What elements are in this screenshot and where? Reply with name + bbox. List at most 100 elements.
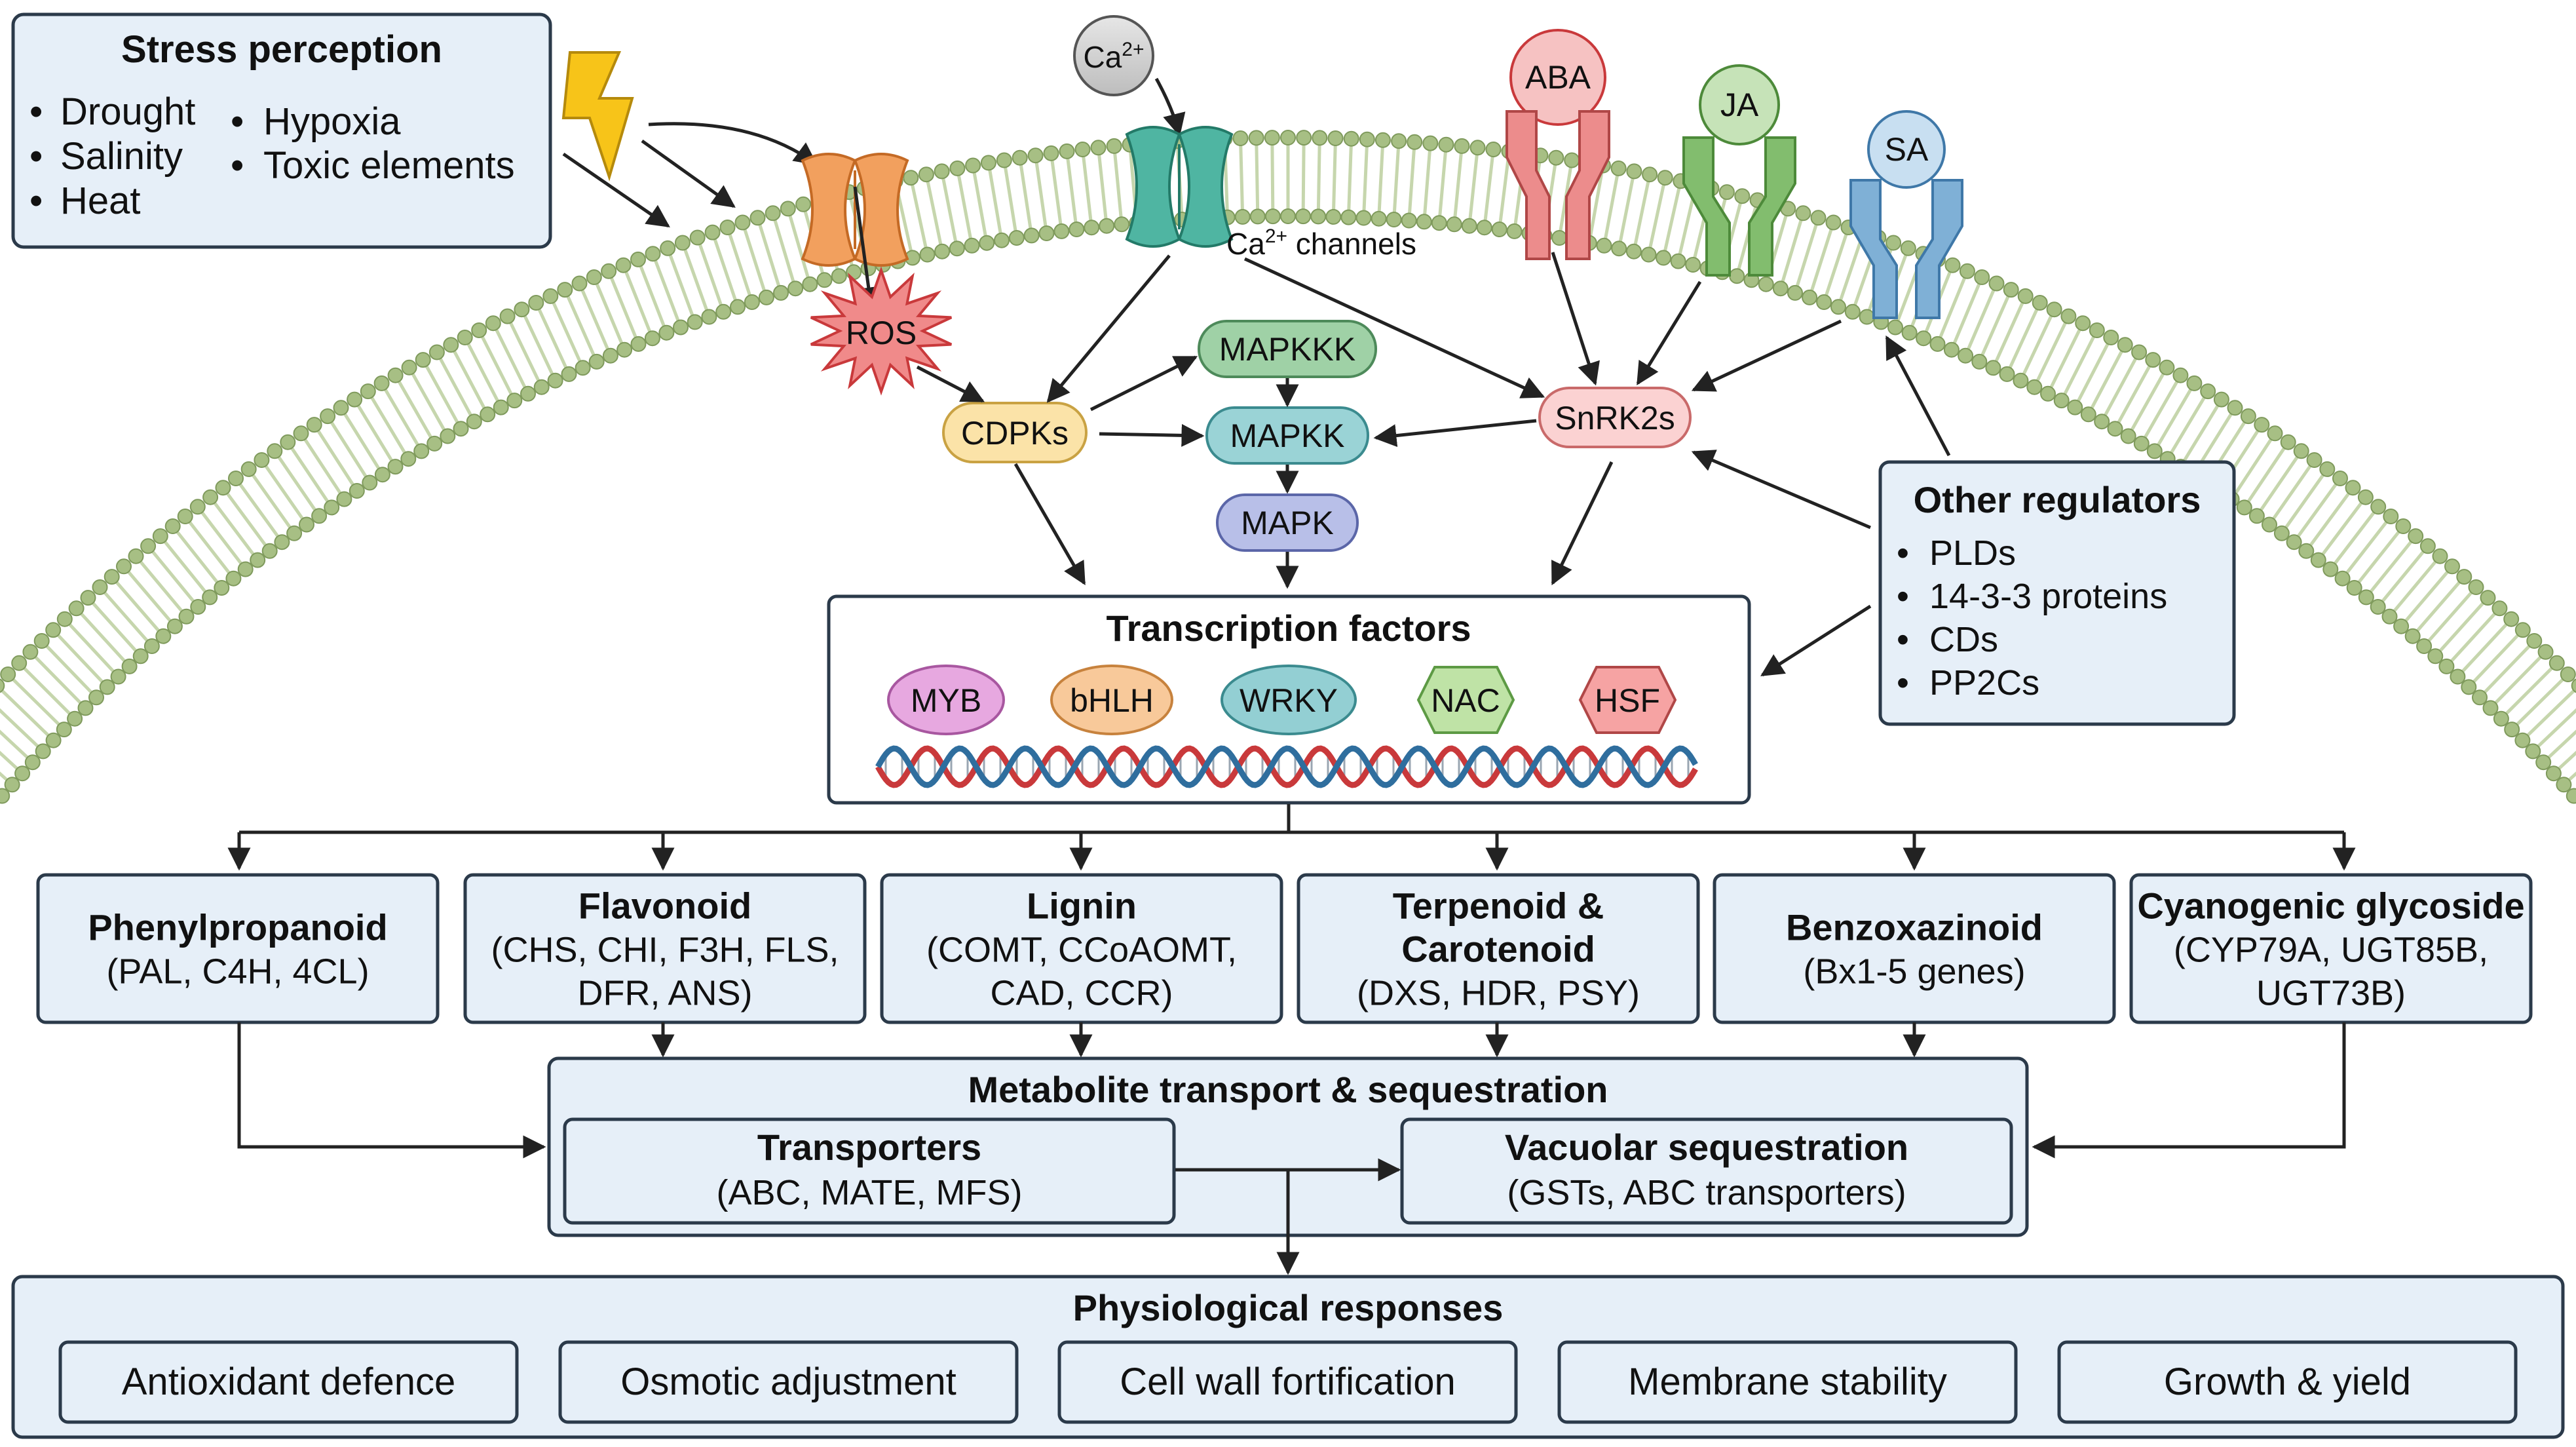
stress-bullet: • bbox=[231, 144, 244, 187]
tf-nac-label: NAC bbox=[1431, 682, 1500, 719]
physiological-response-label: Antioxidant defence bbox=[122, 1360, 455, 1403]
pathway-down-arrows bbox=[227, 832, 2356, 871]
calcium-channel-icon bbox=[1125, 126, 1234, 248]
tf-myb-label: MYB bbox=[911, 682, 981, 719]
aba-label: ABA bbox=[1525, 59, 1591, 96]
physiological-responses-box: Physiological responses Antioxidant defe… bbox=[11, 1275, 2565, 1439]
signaling-arrows bbox=[916, 252, 1842, 589]
mapk-node: MAPK bbox=[1216, 493, 1359, 552]
regulator-item: CDs bbox=[1929, 620, 1998, 659]
pathway-box: Flavonoid (CHS, CHI, F3H, FLS, DFR, ANS) bbox=[463, 873, 867, 1024]
pathway-genes: DFR, ANS) bbox=[577, 974, 752, 1013]
mapkk-label: MAPKK bbox=[1230, 417, 1344, 454]
stress-bullet: • bbox=[29, 90, 43, 133]
cdpks-label: CDPKs bbox=[961, 415, 1069, 452]
transporters-title: Transporters bbox=[757, 1127, 981, 1168]
ros-burst: ROS bbox=[810, 266, 953, 396]
pathway-box: Lignin (COMT, CCoAOMT, CAD, CCR) bbox=[880, 873, 1283, 1024]
tf-to-pathway-connectors bbox=[239, 804, 2344, 834]
pathway-title: Flavonoid bbox=[578, 885, 751, 927]
other-regulators-box: Other regulators • PLDs • 14-3-3 protein… bbox=[1878, 460, 2236, 726]
vacuolar-sub: (GSTs, ABC transporters) bbox=[1507, 1173, 1906, 1212]
stress-item: Heat bbox=[60, 180, 141, 222]
stress-item: Drought bbox=[60, 90, 195, 133]
snrk2s-node: SnRK2s bbox=[1538, 387, 1692, 448]
transporters-sub: (ABC, MATE, MFS) bbox=[717, 1173, 1023, 1212]
regulator-arrows bbox=[1691, 335, 1951, 677]
physiological-response-label: Growth & yield bbox=[2164, 1360, 2411, 1403]
regulator-bullet: • bbox=[1897, 577, 1909, 616]
tf-hsf-label: HSF bbox=[1595, 682, 1660, 719]
pathway-title: Benzoxazinoid bbox=[1786, 907, 2043, 948]
pathway-title: Phenylpropanoid bbox=[88, 907, 387, 948]
mapk-label: MAPK bbox=[1241, 505, 1334, 541]
physiological-response-label: Membrane stability bbox=[1628, 1360, 1947, 1403]
pathway-genes: (CHS, CHI, F3H, FLS, bbox=[491, 931, 839, 970]
pathway-genes: (COMT, CCoAOMT, bbox=[926, 931, 1237, 970]
metabolite-transport-box: Metabolite transport & sequestration Tra… bbox=[547, 1056, 2029, 1275]
regulator-bullet: • bbox=[1897, 663, 1909, 703]
regulator-bullet: • bbox=[1897, 533, 1909, 573]
dna-helix-icon bbox=[875, 745, 1698, 788]
stress-item: Salinity bbox=[60, 135, 183, 178]
physiological-responses-title: Physiological responses bbox=[1073, 1287, 1504, 1328]
stress-arrows bbox=[562, 122, 818, 228]
pathway-box: Terpenoid &Carotenoid (DXS, HDR, PSY) bbox=[1297, 873, 1700, 1024]
tf-bhlh: bHLH bbox=[1050, 665, 1173, 735]
mapkkk-label: MAPKKK bbox=[1219, 331, 1355, 368]
ja-receptor: JA bbox=[1682, 64, 1796, 277]
physiological-response-item: Antioxidant defence bbox=[58, 1340, 519, 1424]
regulator-item: PP2Cs bbox=[1929, 663, 2039, 703]
pathway-genes: (DXS, HDR, PSY) bbox=[1357, 974, 1640, 1013]
stress-item: Toxic elements bbox=[263, 144, 515, 187]
lightning-bolt-icon bbox=[561, 51, 634, 182]
stress-bullet: • bbox=[231, 100, 244, 143]
pathway-box: Cyanogenic glycoside(CYP79A, UGT85B,UGT7… bbox=[2129, 873, 2533, 1024]
pathway-to-transport-arrows bbox=[237, 1022, 2346, 1159]
cdpks-node: CDPKs bbox=[942, 402, 1088, 463]
biosynthetic-pathways: Phenylpropanoid(PAL, C4H, 4CL) Flavonoid (… bbox=[36, 873, 2533, 1024]
regulator-item: PLDs bbox=[1929, 533, 2016, 573]
mapkk-node: MAPKK bbox=[1205, 406, 1369, 465]
vacuolar-title: Vacuolar sequestration bbox=[1505, 1127, 1908, 1168]
pathway-title: Carotenoid bbox=[1401, 929, 1595, 970]
sa-label: SA bbox=[1885, 131, 1929, 168]
orange-channel-icon bbox=[801, 153, 909, 267]
stress-item: Hypoxia bbox=[263, 100, 401, 143]
regulator-bullet: • bbox=[1897, 620, 1909, 659]
vacuolar-box: Vacuolar sequestration (GSTs, ABC transp… bbox=[1400, 1117, 2013, 1225]
physiological-response-item: Membrane stability bbox=[1557, 1340, 2018, 1424]
physiological-response-label: Osmotic adjustment bbox=[620, 1360, 957, 1403]
pathway-genes: (CYP79A, UGT85B, bbox=[2174, 931, 2488, 970]
ja-label: JA bbox=[1720, 87, 1759, 123]
sa-receptor: SA bbox=[1849, 110, 1963, 319]
transcription-factors-box: Transcription factors MYB bHLH WRKY NAC … bbox=[827, 594, 1751, 805]
pathway-title: Terpenoid & bbox=[1393, 885, 1604, 927]
stress-bullet: • bbox=[29, 180, 43, 222]
snrk2s-label: SnRK2s bbox=[1555, 400, 1675, 436]
stress-bullet: • bbox=[29, 135, 43, 178]
aba-receptor: ABA bbox=[1506, 29, 1610, 260]
physiological-response-item: Osmotic adjustment bbox=[558, 1340, 1019, 1424]
pathway-genes: CAD, CCR) bbox=[991, 974, 1173, 1013]
calcium-channels-label: Ca2+ channels bbox=[1226, 225, 1416, 261]
pathway-genes: (Bx1-5 genes) bbox=[1803, 952, 2025, 992]
ros-label: ROS bbox=[846, 315, 917, 351]
tf-wrky: WRKY bbox=[1221, 665, 1357, 735]
pathway-box: Phenylpropanoid(PAL, C4H, 4CL) bbox=[36, 873, 440, 1024]
mapkkk-node: MAPKKK bbox=[1198, 320, 1377, 378]
physiological-response-label: Cell wall fortification bbox=[1120, 1360, 1456, 1403]
tf-nac: NAC bbox=[1416, 666, 1515, 734]
stress-list-right: • Hypoxia • Toxic elements bbox=[231, 100, 515, 187]
pathway-box: Benzoxazinoid(Bx1-5 genes) bbox=[1713, 873, 2116, 1024]
transcription-factors-title: Transcription factors bbox=[1106, 608, 1471, 649]
metabolite-transport-title: Metabolite transport & sequestration bbox=[968, 1069, 1608, 1110]
physiological-response-item: Cell wall fortification bbox=[1057, 1340, 1518, 1424]
calcium-ion-icon: Ca2+ bbox=[1073, 15, 1154, 96]
pathway-genes: UGT73B) bbox=[2256, 974, 2406, 1013]
stress-perception-box: Stress perception • Drought • Salinity •… bbox=[11, 12, 552, 249]
tf-wrky-label: WRKY bbox=[1240, 682, 1338, 719]
pathway-title: Lignin bbox=[1027, 885, 1137, 927]
other-regulators-title: Other regulators bbox=[1914, 479, 2201, 520]
